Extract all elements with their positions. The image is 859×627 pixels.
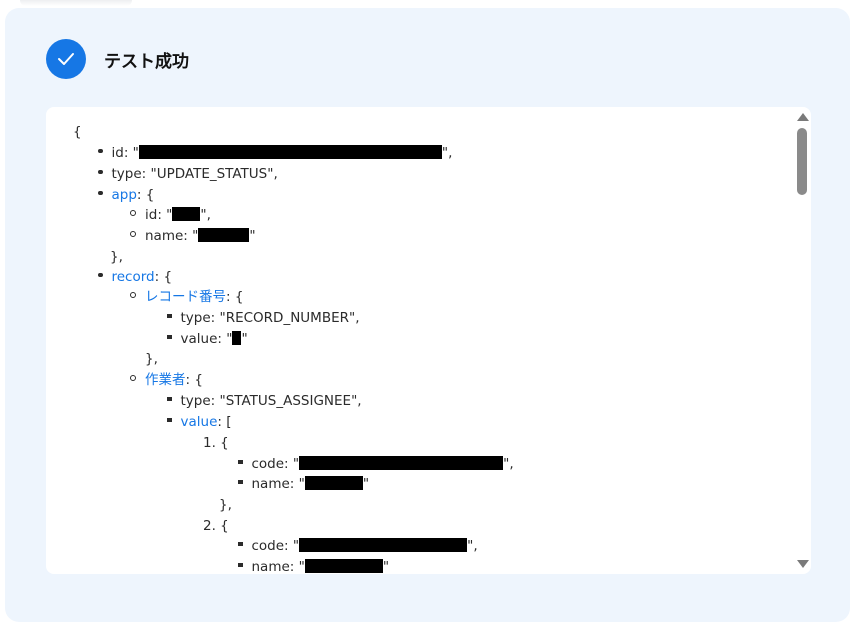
redacted-value bbox=[299, 456, 504, 470]
bullet bbox=[98, 169, 103, 175]
json-line: name: "" bbox=[130, 226, 256, 246]
redacted-value bbox=[304, 559, 383, 573]
top-shadow bbox=[20, 0, 132, 6]
scroll-down-arrow-icon[interactable] bbox=[797, 560, 809, 568]
bullet bbox=[130, 292, 136, 298]
bullet bbox=[238, 562, 243, 568]
json-line: 1. { bbox=[203, 435, 229, 451]
redacted-value bbox=[172, 207, 201, 221]
json-key-value[interactable]: value bbox=[180, 414, 218, 430]
bullet bbox=[98, 272, 103, 278]
json-line: }, bbox=[145, 351, 158, 367]
json-key-assignee[interactable]: 作業者 bbox=[145, 372, 186, 388]
bullet bbox=[167, 417, 172, 423]
redacted-value bbox=[198, 228, 250, 242]
json-line: type: "RECORD_NUMBER", bbox=[167, 308, 360, 328]
bullet bbox=[238, 459, 243, 465]
bullet bbox=[98, 148, 103, 154]
json-line: code: "", bbox=[238, 536, 478, 556]
json-content: { id: "", type: "UPDATE_STATUS", app: { … bbox=[46, 107, 791, 574]
json-line: type: "UPDATE_STATUS", bbox=[98, 164, 278, 184]
bullet bbox=[238, 541, 243, 547]
bullet bbox=[130, 231, 136, 237]
bullet bbox=[167, 334, 172, 340]
json-line: value: [ bbox=[167, 412, 231, 432]
json-line: 作業者: { bbox=[130, 370, 203, 390]
json-line: code: "", bbox=[238, 454, 514, 474]
test-result-panel: テスト成功 { id: "", type: "UPDATE_STATUS", a… bbox=[5, 8, 850, 622]
result-header: テスト成功 bbox=[46, 39, 189, 79]
json-line: id: "", bbox=[130, 205, 211, 225]
json-line: type: "STATUS_ASSIGNEE", bbox=[167, 391, 362, 411]
check-icon bbox=[46, 39, 86, 79]
scroll-thumb[interactable] bbox=[797, 128, 807, 195]
redacted-value bbox=[138, 145, 442, 159]
redacted-value bbox=[299, 538, 468, 552]
redacted-value bbox=[232, 331, 242, 345]
json-key-record[interactable]: record bbox=[111, 269, 155, 285]
json-line: }, bbox=[110, 249, 123, 265]
json-line: }, bbox=[219, 497, 232, 513]
json-line: レコード番号: { bbox=[130, 287, 243, 307]
bullet bbox=[130, 375, 136, 381]
json-output-box[interactable]: { id: "", type: "UPDATE_STATUS", app: { … bbox=[46, 107, 811, 574]
bullet bbox=[167, 313, 172, 319]
bullet bbox=[98, 190, 103, 196]
json-line: value: "" bbox=[167, 329, 248, 349]
json-line: record: { bbox=[98, 267, 172, 287]
scroll-up-arrow-icon[interactable] bbox=[797, 113, 809, 121]
bullet bbox=[130, 210, 136, 216]
json-line: name: "" bbox=[238, 474, 369, 494]
json-line: app: { bbox=[98, 185, 154, 205]
json-line: 2. { bbox=[203, 518, 229, 534]
json-key-record-number[interactable]: レコード番号 bbox=[145, 289, 226, 305]
json-line: id: "", bbox=[98, 143, 452, 163]
result-title: テスト成功 bbox=[104, 51, 189, 72]
json-line: { bbox=[73, 124, 82, 140]
redacted-value bbox=[304, 476, 363, 490]
json-line: name: "" bbox=[238, 557, 389, 574]
json-key-app[interactable]: app bbox=[111, 187, 137, 203]
vertical-scrollbar[interactable] bbox=[793, 107, 811, 574]
bullet bbox=[167, 396, 172, 402]
bullet bbox=[238, 479, 243, 485]
